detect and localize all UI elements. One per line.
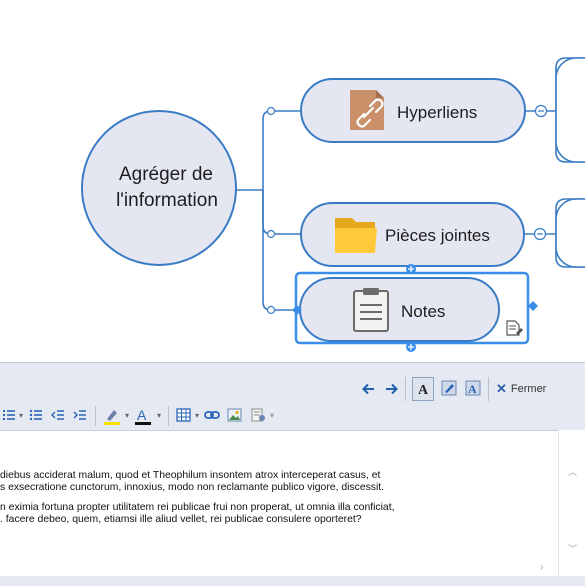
close-label: Fermer [510,383,547,395]
link-icon[interactable] [203,407,221,423]
svg-text:A: A [468,382,477,396]
chevron-down-icon[interactable]: ▾ [194,410,199,420]
close-button[interactable]: ✕ Fermer [496,379,546,399]
topic-label-pieces-jointes: Pièces jointes [385,226,490,245]
vertical-scrollbar[interactable]: ︿ ﹀ [558,430,585,576]
add-topic-handle-left[interactable] [292,305,302,315]
topic-pieces-jointes[interactable]: Pièces jointes [300,202,525,267]
decrease-indent-icon[interactable] [50,407,66,423]
junction-dots [266,106,276,315]
collapse-button-hyperliens[interactable] [534,104,548,118]
add-topic-handle-right[interactable] [528,301,538,311]
chevron-down-icon[interactable]: ▾ [156,410,161,420]
clipboard-icon [353,288,389,332]
mind-map-canvas: Agréger de l'information Hyperliens Pièc… [81,57,585,352]
central-topic[interactable]: Agréger de l'information [81,110,237,266]
arrow-left-icon[interactable] [360,379,376,399]
collapse-button-pieces-jointes[interactable] [533,227,547,241]
scroll-up-icon[interactable]: ︿ [568,467,578,477]
font-format-icon[interactable]: A [412,377,434,401]
note-text-line: s exsecratione cunctorum, innoxius, modo… [0,482,385,493]
notes-panel-header: A A ✕ Fermer [0,375,585,403]
hyperlink-document-icon [350,90,384,130]
table-icon[interactable] [174,407,192,423]
scroll-down-icon[interactable]: ﹀ [568,544,578,554]
folder-icon [335,218,377,253]
highlight-color-icon[interactable] [102,406,122,426]
font-color-icon[interactable]: A [133,406,153,426]
numbered-list-icon[interactable] [2,407,16,423]
insert-object-icon[interactable] [249,407,267,423]
central-topic-line2: l'information [116,190,218,211]
format-style-icon[interactable]: A [464,379,482,397]
scroll-right-icon[interactable]: › [540,562,544,573]
topic-hyperliens[interactable]: Hyperliens [300,78,526,143]
increase-indent-icon[interactable] [72,407,88,423]
pen-edit-icon[interactable] [440,379,458,397]
note-editor[interactable]: diebus acciderat malum, quod et Theophil… [0,430,558,578]
arrow-right-icon[interactable] [383,379,399,399]
add-topic-handle-top[interactable] [406,264,416,274]
horizontal-scrollbar[interactable]: › [0,561,558,576]
svg-text:A: A [418,383,429,396]
close-icon: ✕ [496,381,507,396]
chevron-down-icon[interactable]: ▾ [124,410,129,420]
chevron-down-icon[interactable]: ▾ [18,410,23,420]
note-text-line: . facere debeo, quem, etiamsi ille aliud… [0,514,362,525]
add-topic-handle-bottom[interactable] [406,342,416,352]
subtopic-partial-2[interactable] [555,198,585,268]
formatting-toolbar: ▾ ▾ A ▾ ▾ ▾ [0,403,585,429]
central-topic-line1: Agréger de [119,164,213,185]
note-text-line: n eximia fortuna propter utilitatem rei … [0,502,395,513]
topic-label-notes: Notes [401,302,445,321]
subtopic-partial-1[interactable] [555,57,585,163]
note-indicator-icon[interactable] [506,320,523,336]
note-text-line: diebus acciderat malum, quod et Theophil… [0,470,381,481]
bullet-list-icon[interactable] [28,407,44,423]
separator [95,406,96,426]
separator [168,406,169,426]
panel-footer [0,576,585,585]
separator [488,377,489,401]
separator [405,377,406,401]
topic-label-hyperliens: Hyperliens [397,103,477,122]
chevron-down-icon[interactable]: ▾ [269,410,274,420]
topic-notes[interactable]: Notes [292,264,538,352]
image-icon[interactable] [225,407,243,423]
svg-text:A: A [137,407,147,423]
